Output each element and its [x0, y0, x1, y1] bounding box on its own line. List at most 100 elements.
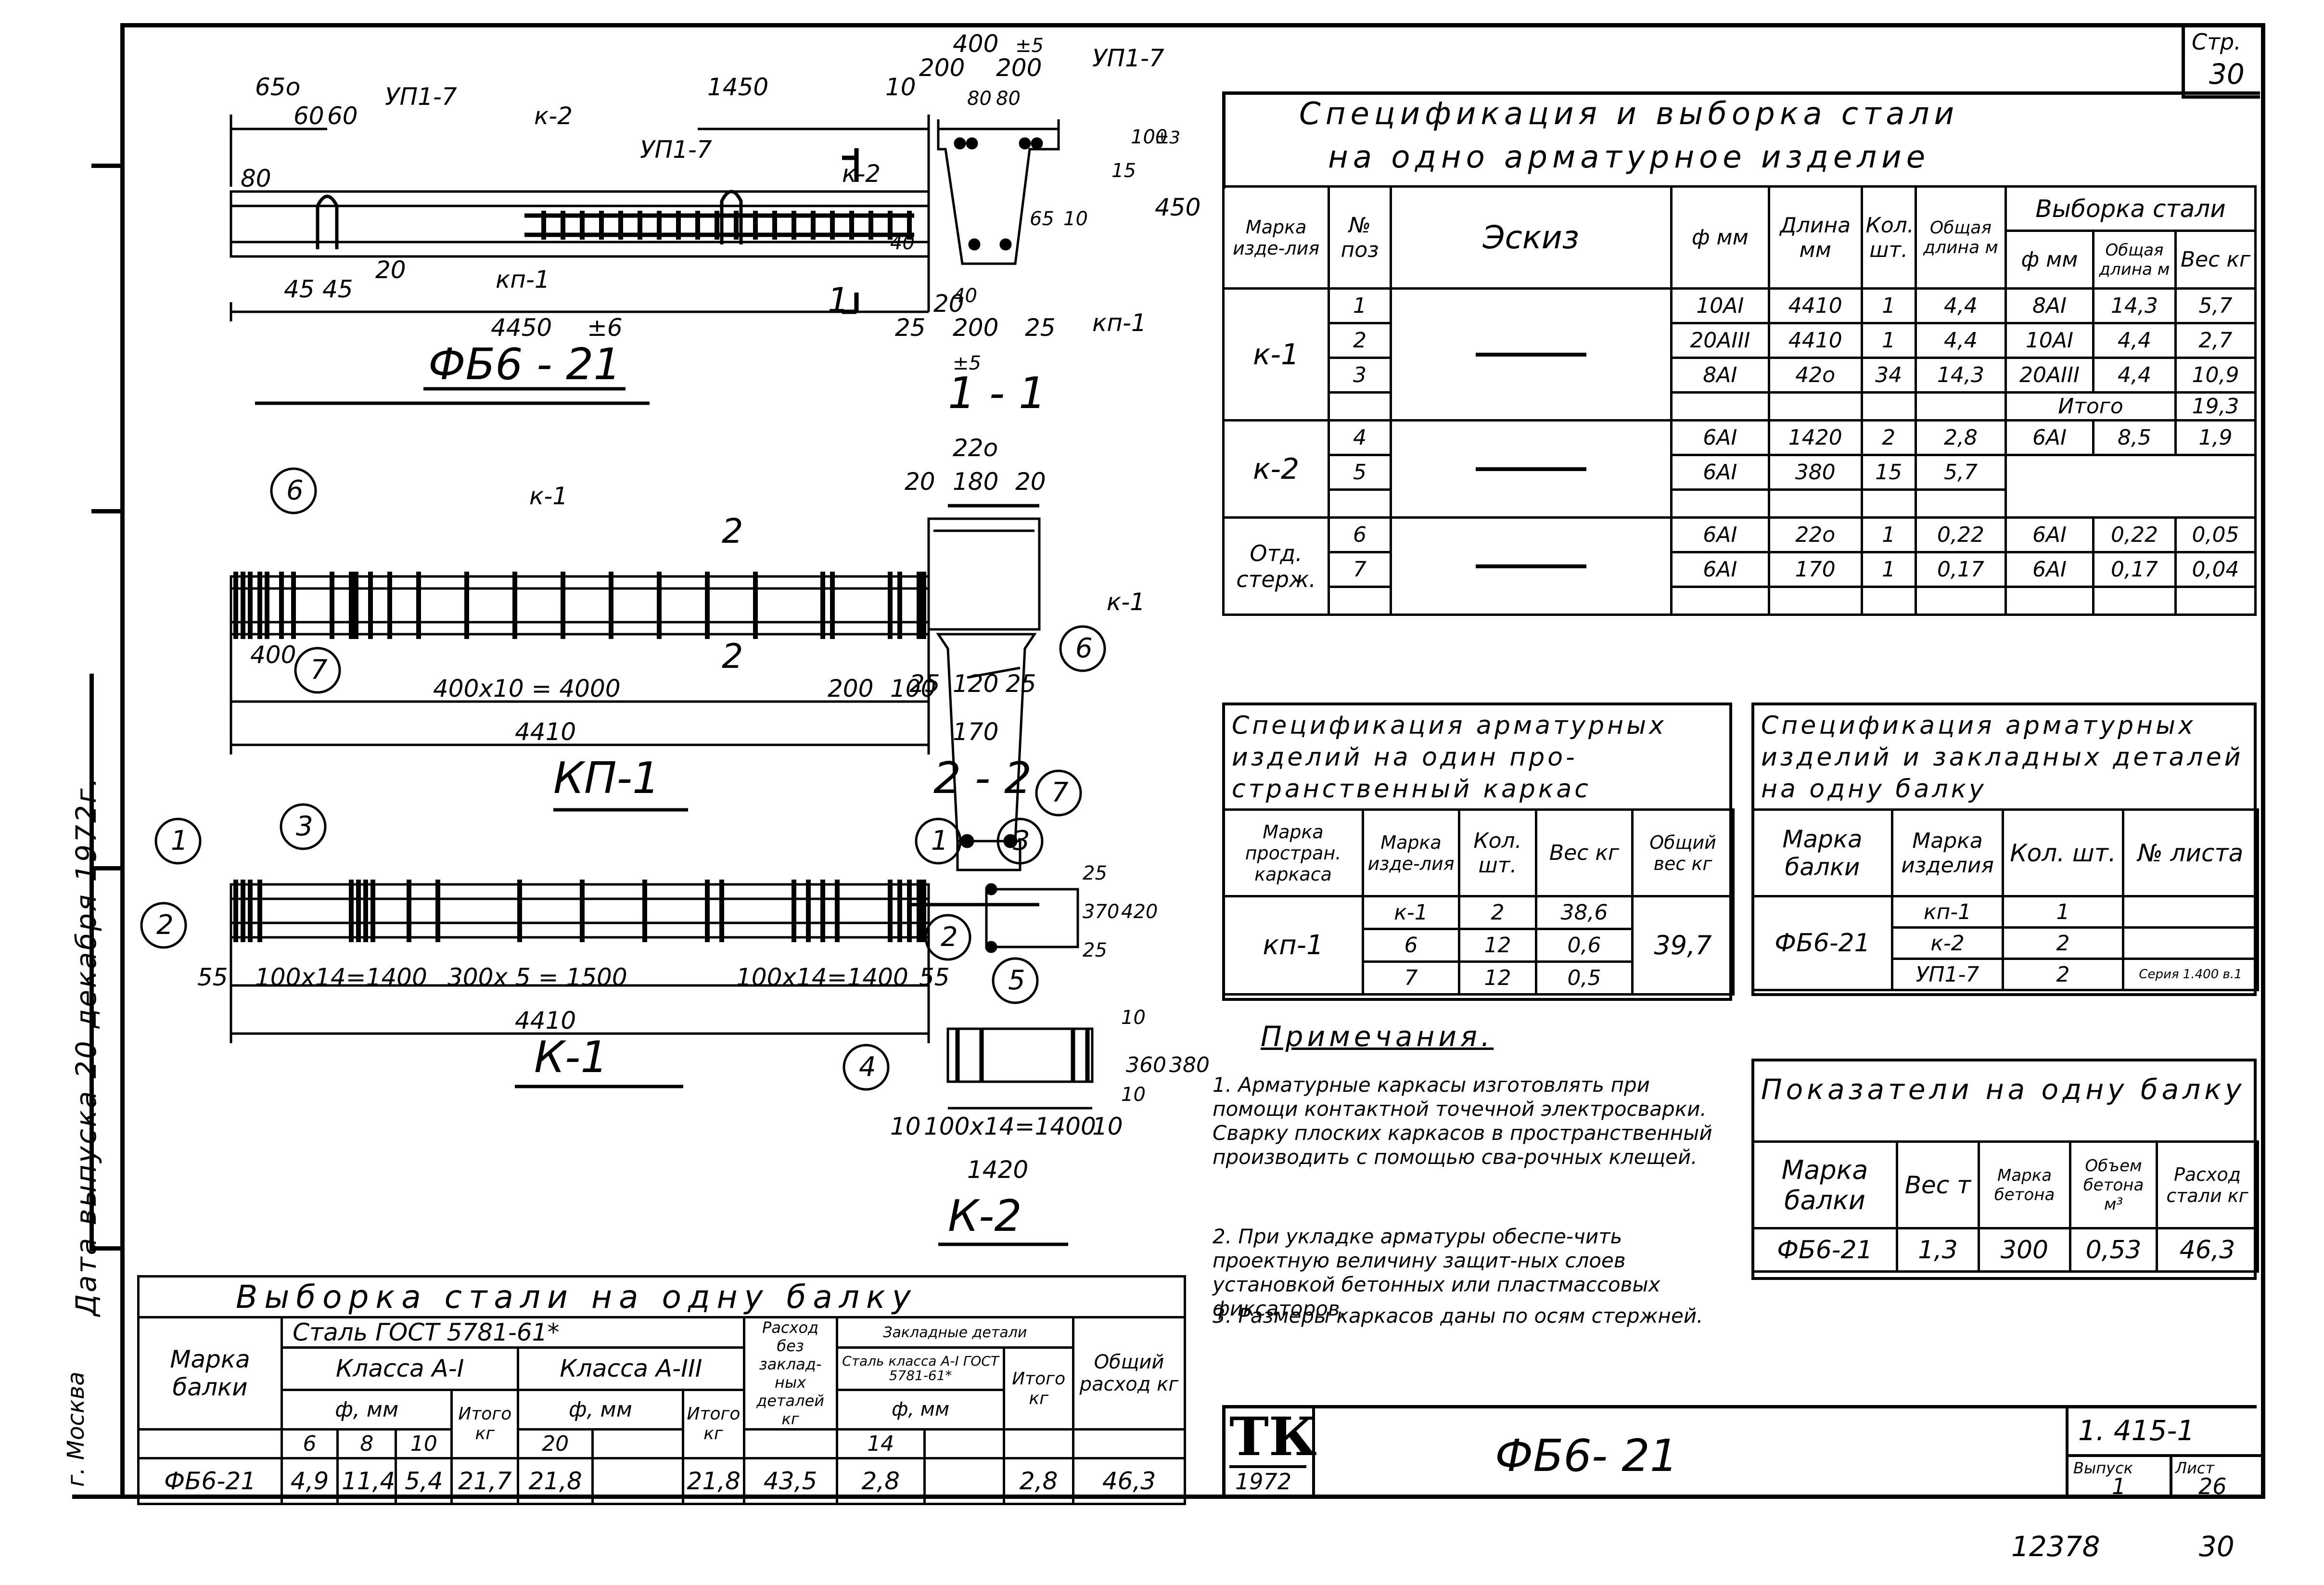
- s-200c: 200: [953, 314, 998, 342]
- left-margin-tick: [91, 164, 121, 168]
- c-4410: 4410: [515, 718, 576, 746]
- spec-main-title-1: Спецификация и выборка стали: [1299, 96, 1959, 132]
- sheet-label: Стр.: [2192, 29, 2241, 55]
- ind-v0: ФБ6-21: [1751, 1227, 1898, 1273]
- stamp-list-label: Лист: [2175, 1459, 2215, 1477]
- h-obsh: Общая длина м: [1914, 185, 2007, 290]
- g1-r2-vves: 2,7: [2174, 322, 2257, 359]
- callout-label: 4: [859, 1051, 876, 1083]
- steel-sel-table: Выборка стали на одну балку Марка балки …: [137, 1275, 1187, 1505]
- s-200a: 200: [919, 54, 965, 82]
- g3-r2-vphi: 6АI: [2005, 551, 2094, 588]
- ss-r3-item: 7: [1362, 960, 1460, 996]
- ssel-r-rashod: 43,5: [742, 1457, 838, 1505]
- g1-r3-vves: 10,9: [2174, 357, 2257, 394]
- sb-r3-kol: 2: [2002, 958, 2124, 991]
- dim-45a: 45: [284, 275, 315, 303]
- g3-r1-phi: 6АI: [1670, 516, 1770, 553]
- q-420: 420: [1121, 901, 1158, 923]
- g1-itogo: 19,3: [2174, 391, 2257, 422]
- note-2: 2. При укладке арматуры обеспе-чить прое…: [1213, 1225, 1660, 1320]
- g1-r1-no: 1: [1328, 287, 1392, 324]
- ind-h1: Вес т: [1896, 1140, 1980, 1229]
- g2-r1-kol: 2: [1860, 419, 1917, 456]
- callout-label: 7: [1051, 777, 1069, 808]
- g1-r1-obsh: 4,4: [1914, 287, 2007, 324]
- ind-v1: 1,3: [1896, 1227, 1980, 1273]
- ssel-h-phi1: ф, мм: [281, 1388, 453, 1431]
- callout-circle: [154, 818, 202, 865]
- sb-r2-item: к-2: [1891, 926, 2004, 960]
- spec-spatial-table: Марка простран. каркаса Марка изде-лия К…: [1222, 808, 1735, 996]
- sb-r1-list: [2122, 895, 2259, 929]
- ssel-r-v10: 5,4: [395, 1457, 453, 1505]
- ssel-d10: 10: [395, 1428, 453, 1459]
- ssel-h-phiz: ф, мм: [835, 1388, 1006, 1431]
- k1-title: К-1: [534, 1032, 608, 1083]
- ssel-h-rashod: Расход без заклад-ных деталей кг: [742, 1316, 838, 1431]
- stamp-logo: ТК: [1229, 1406, 1317, 1468]
- stamp-list: 26: [2198, 1473, 2227, 1499]
- drawings-svg: 65о 60 60 УП1-7 к-2 1450 УП1-7 80 45 45 …: [140, 30, 1210, 1246]
- stamp-logo-cell: ТК 1972: [1226, 1406, 1317, 1496]
- h-vyborka: Выборка стали: [2005, 185, 2257, 232]
- g1-r2-no: 2: [1328, 322, 1392, 359]
- ssel-h-steel: Сталь ГОСТ 5781-61*: [281, 1316, 745, 1349]
- q-25b: 25: [1083, 939, 1107, 961]
- g2-r2-dlina: 380: [1767, 454, 1863, 491]
- sec-1-title: 1 - 1: [948, 368, 1046, 419]
- left-margin-tick: [91, 866, 121, 870]
- label-k2: к-2: [534, 102, 573, 130]
- g1-r3-obsh: 14,3: [1914, 357, 2007, 394]
- ss-r1-ves: 38,6: [1535, 895, 1634, 930]
- ssel-h-zsteel: Сталь класса А-I ГОСТ 5781-61*: [835, 1346, 1006, 1391]
- stamp: ТК 1972 ФБ6- 21 1. 415-1 Выпуск 1 Лист 2…: [1222, 1405, 2263, 1499]
- g1-r2-obsh: 4,4: [1914, 322, 2007, 359]
- ss-r2-kol: 12: [1458, 928, 1537, 963]
- label-up17b: УП1-7: [640, 136, 712, 164]
- g3-r1-vves: 0,05: [2174, 516, 2257, 553]
- r-300x5: 300х 5 = 1500: [447, 963, 627, 991]
- spec-main-table: Марка изде-лия № поз Эскиз ф мм Длина мм…: [1222, 185, 2257, 616]
- ss-h4: Общий вес кг: [1631, 808, 1735, 897]
- ssel-r-marka: ФБ6-21: [137, 1457, 283, 1505]
- h-no: № поз: [1328, 185, 1392, 290]
- drawing-frame: [120, 23, 2265, 1499]
- c-k1label: к-1: [529, 482, 568, 510]
- g3-r1-no: 6: [1328, 516, 1392, 553]
- r-100x14b: 100х14=1400: [736, 963, 908, 991]
- note-1: 1. Арматурные каркасы изготовлять при по…: [1213, 1073, 1712, 1169]
- s-10b: 10: [1063, 208, 1088, 230]
- callout-label: 3: [296, 811, 313, 842]
- indicators-title: Показатели на одну балку: [1761, 1073, 2246, 1106]
- w-360: 360: [1126, 1053, 1166, 1077]
- sheet-number-box: Стр. 30: [2182, 23, 2260, 99]
- sb-h2: Кол. шт.: [2002, 808, 2124, 897]
- footer-left-number: 12378: [2011, 1530, 2100, 1563]
- label-up17c: УП1-7: [1092, 44, 1164, 72]
- callout-circle: [996, 818, 1044, 865]
- left-margin-line: [89, 674, 94, 1251]
- ss-r2-ves: 0,6: [1535, 928, 1634, 963]
- sheet-number: 30: [2209, 58, 2245, 90]
- g1-r2-kol: 1: [1860, 322, 1917, 359]
- ssel-r-it1: 21,7: [450, 1457, 520, 1505]
- spec-main-title-2: на одно арматурное изделие: [1328, 140, 1930, 175]
- s-400: 400: [953, 30, 998, 58]
- ind-v3: 0,53: [2069, 1227, 2158, 1273]
- ss-h1: Марка изде-лия: [1362, 808, 1460, 897]
- callout-circle: [140, 902, 187, 949]
- s-10a: 10: [885, 73, 916, 101]
- w-10a: 10: [1121, 1007, 1146, 1029]
- ss-r1-kol: 2: [1458, 895, 1537, 930]
- ssel-h-a3: Класса А-III: [517, 1346, 745, 1391]
- g3-r2-vves: 0,04: [2174, 551, 2257, 588]
- sb-r2-kol: 2: [2002, 926, 2124, 960]
- k2-title: К-2: [948, 1191, 1022, 1241]
- ss-marka: кп-1: [1222, 895, 1364, 996]
- g3-marka: Отд. стерж.: [1222, 516, 1330, 616]
- w-10b: 10: [1121, 1084, 1146, 1106]
- dim-60b: 60: [327, 102, 358, 130]
- dim-20b: 20: [933, 290, 964, 318]
- callout-label: 6: [1075, 633, 1093, 664]
